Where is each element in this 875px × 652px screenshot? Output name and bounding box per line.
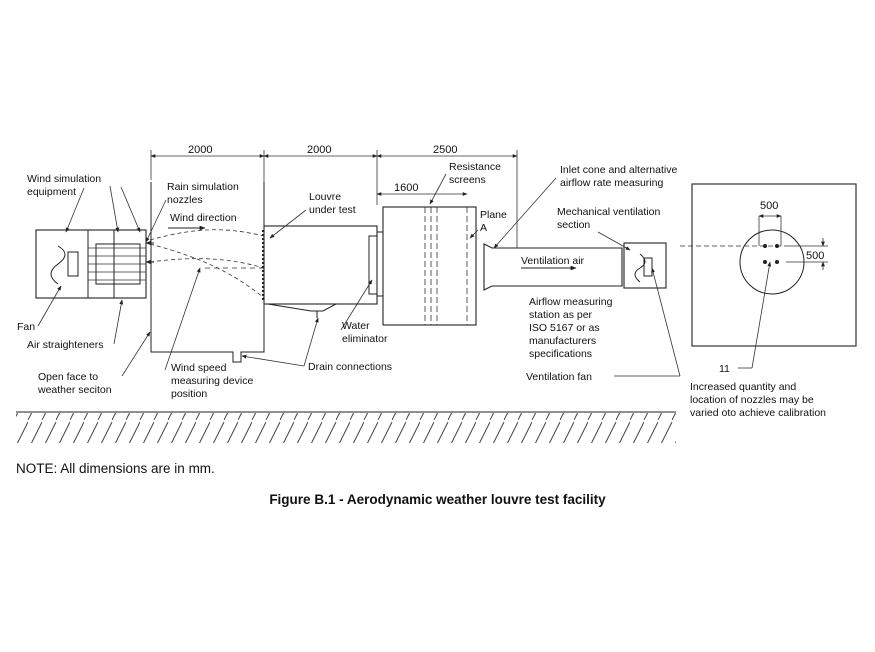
rain-simulation-label-2: nozzles bbox=[167, 194, 203, 206]
air-straighteners-label: Air straighteners bbox=[27, 339, 103, 351]
inlet-cone-label-2: airflow rate measuring bbox=[560, 177, 663, 189]
leader-lines bbox=[37, 173, 772, 377]
plane-a-label-1: Plane bbox=[480, 209, 507, 221]
dimension-2000-b: 2000 bbox=[307, 144, 331, 156]
nozzle-spacing-500-h: 500 bbox=[760, 200, 778, 212]
wind-simulation-label-2: equipment bbox=[27, 186, 76, 198]
resistance-screens-label-2: screens bbox=[449, 174, 486, 186]
dimension-2000-a: 2000 bbox=[188, 144, 212, 156]
fan-label: Fan bbox=[17, 321, 35, 333]
resistance-section bbox=[382, 206, 477, 326]
figure-caption: Figure B.1 - Aerodynamic weather louvre … bbox=[269, 492, 606, 507]
ventilation-fan bbox=[623, 242, 667, 289]
nozzle-note-line-1: Increased quantity and bbox=[690, 381, 796, 393]
ground bbox=[16, 411, 676, 443]
water-eliminator-label-1: Water bbox=[342, 320, 370, 332]
weather-section bbox=[145, 182, 265, 363]
dimension-1600: 1600 bbox=[394, 182, 418, 194]
mechanical-ventilation-label-2: section bbox=[557, 219, 590, 231]
dimension-2500: 2500 bbox=[433, 144, 457, 156]
dimensions-note: NOTE: All dimensions are in mm. bbox=[16, 461, 215, 476]
inlet-cone-label-1: Inlet cone and alternative bbox=[560, 164, 677, 176]
wind-direction-label: Wind direction bbox=[170, 212, 237, 224]
wind-speed-label-1: Wind speed bbox=[171, 362, 227, 374]
nozzle-note-line-3: varied oto achieve calibration bbox=[690, 407, 826, 419]
nozzle-detail bbox=[680, 183, 857, 347]
resistance-screens-label-1: Resistance bbox=[449, 161, 501, 173]
nozzle-note-line-2: location of nozzles may be bbox=[690, 394, 814, 406]
item-11-label: 11 bbox=[719, 363, 730, 375]
louvre-label-1: Louvre bbox=[309, 191, 341, 203]
airflow-station-label-5: specifications bbox=[529, 348, 592, 360]
plane-a-label-2: A bbox=[480, 222, 487, 234]
airflow-station-label-1: Airflow measuring bbox=[529, 296, 613, 308]
louvre-under-test bbox=[262, 225, 384, 318]
rain-simulation-label-1: Rain simulation bbox=[167, 181, 239, 193]
drain-connections-label: Drain connections bbox=[308, 361, 392, 373]
inlet-cone-duct bbox=[483, 243, 623, 291]
airflow-station-label-2: station as per bbox=[529, 309, 593, 321]
mechanical-ventilation-label-1: Mechanical ventilation bbox=[557, 206, 660, 218]
wind-speed-label-2: measuring device bbox=[171, 375, 253, 387]
wind-simulation-label-1: Wind simulation bbox=[27, 173, 101, 185]
open-face-label-1: Open face to bbox=[38, 371, 98, 383]
airflow-station-label-4: manufacturers bbox=[529, 335, 596, 347]
fan-blade-icon bbox=[50, 245, 66, 285]
wind-simulation-equipment bbox=[35, 229, 147, 299]
open-face-label-2: weather seciton bbox=[37, 384, 112, 396]
nozzle-spacing-500-v: 500 bbox=[806, 250, 824, 262]
ventilation-fan-label: Ventilation fan bbox=[526, 371, 592, 383]
water-eliminator-label-2: eliminator bbox=[342, 333, 388, 345]
wind-speed-label-3: position bbox=[171, 388, 207, 400]
labels: Wind simulation equipment Rain simulatio… bbox=[17, 161, 826, 419]
airflow-station-label-3: ISO 5167 or as bbox=[529, 322, 600, 334]
louvre-label-2: under test bbox=[309, 204, 356, 216]
ventilation-air-label: Ventilation air bbox=[521, 255, 585, 267]
